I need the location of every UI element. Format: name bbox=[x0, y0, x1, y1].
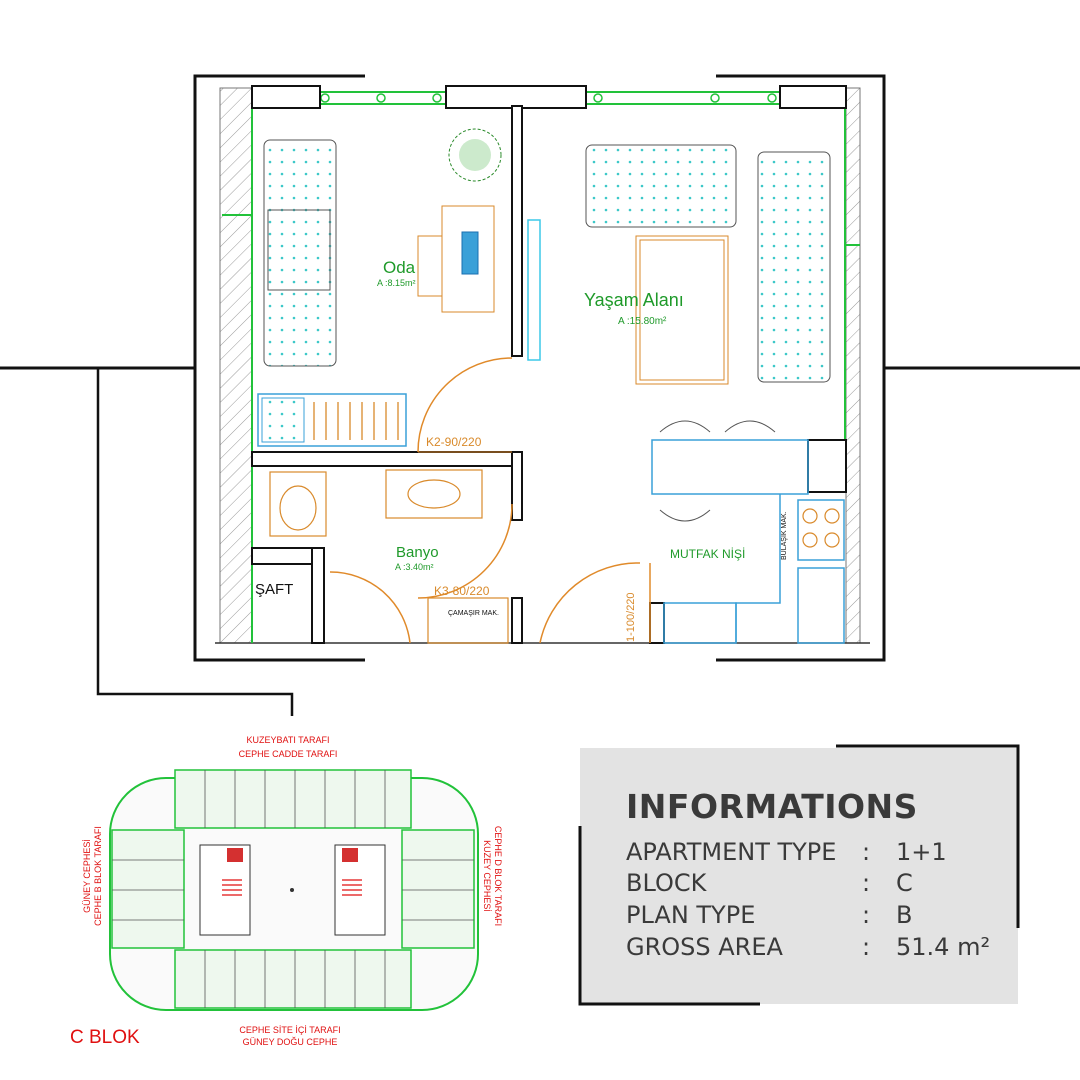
room-area-oda: A :8.15m² bbox=[377, 278, 416, 288]
plant-icon bbox=[448, 128, 502, 182]
info-colon: : bbox=[862, 933, 871, 961]
info-value-block: C bbox=[896, 869, 913, 897]
washer-label: ÇAMAŞIR MAK. bbox=[448, 610, 499, 617]
tv-unit bbox=[527, 219, 541, 361]
info-value-gross-area: 51.4 m² bbox=[896, 933, 991, 961]
info-colon: : bbox=[862, 838, 871, 866]
block-label: C BLOK bbox=[70, 1027, 140, 1048]
door-swings bbox=[329, 357, 651, 644]
key-plan-top-label-1: KUZEYBATI TARAFI bbox=[246, 735, 329, 745]
bathroom-fixtures bbox=[269, 469, 509, 644]
info-colon: : bbox=[862, 869, 871, 897]
living-sofas bbox=[585, 144, 831, 383]
computer-screen bbox=[461, 231, 479, 275]
door-label-k3: K3-80/220 bbox=[434, 584, 490, 598]
oda-desk bbox=[417, 205, 495, 313]
key-plan-right-label-2: CEPHE D BLOK TARAFI bbox=[493, 826, 503, 926]
right-wall-hatch bbox=[845, 87, 861, 644]
info-value-plan-type: B bbox=[896, 901, 913, 929]
info-value-apartment-type: 1+1 bbox=[896, 838, 947, 866]
wardrobe bbox=[257, 393, 407, 447]
room-label-oda: Oda bbox=[383, 258, 416, 277]
key-plan-bottom-label-2: GÜNEY DOĞU CEPHE bbox=[243, 1037, 338, 1047]
room-area-yasam: A :15.80m² bbox=[618, 316, 667, 327]
key-plan bbox=[109, 769, 479, 1011]
door-label-entry: 1-100/220 bbox=[625, 592, 637, 642]
info-colon: : bbox=[862, 901, 871, 929]
dining-chairs bbox=[659, 420, 776, 522]
key-plan-left-label-2: CEPHE B BLOK TARAFI bbox=[93, 826, 103, 926]
door-label-k2: K2-90/220 bbox=[426, 435, 482, 449]
oda-sofa bbox=[263, 139, 337, 367]
kitchen-counter bbox=[651, 439, 845, 644]
info-label-block: BLOCK bbox=[626, 869, 707, 897]
info-label-plan-type: PLAN TYPE bbox=[626, 901, 756, 929]
stove-burners bbox=[802, 508, 840, 548]
room-label-banyo: Banyo bbox=[396, 544, 439, 561]
dishwasher-label: BULAŞIK MAK. bbox=[781, 511, 788, 560]
living-rug bbox=[635, 235, 729, 385]
key-plan-bottom-label-1: CEPHE SİTE İÇİ TARAFI bbox=[239, 1025, 340, 1035]
key-plan-top-label-2: CEPHE CADDE TARAFI bbox=[239, 749, 338, 759]
left-wall-hatch bbox=[219, 87, 253, 644]
room-area-banyo: A :3.40m² bbox=[395, 562, 434, 572]
key-plan-right-label-1: KUZEY CEPHESİ bbox=[482, 840, 492, 912]
info-label-gross-area: GROSS AREA bbox=[626, 933, 783, 961]
room-label-saft: ŞAFT bbox=[255, 581, 293, 598]
info-label-apartment-type: APARTMENT TYPE bbox=[626, 838, 837, 866]
interior-walls bbox=[251, 85, 847, 644]
room-label-yasam: Yaşam Alanı bbox=[584, 290, 684, 310]
info-title: INFORMATIONS bbox=[626, 787, 918, 826]
room-label-mutfak: MUTFAK NİŞİ bbox=[670, 547, 745, 561]
key-plan-left-label-1: GÜNEY CEPHESİ bbox=[82, 839, 92, 913]
